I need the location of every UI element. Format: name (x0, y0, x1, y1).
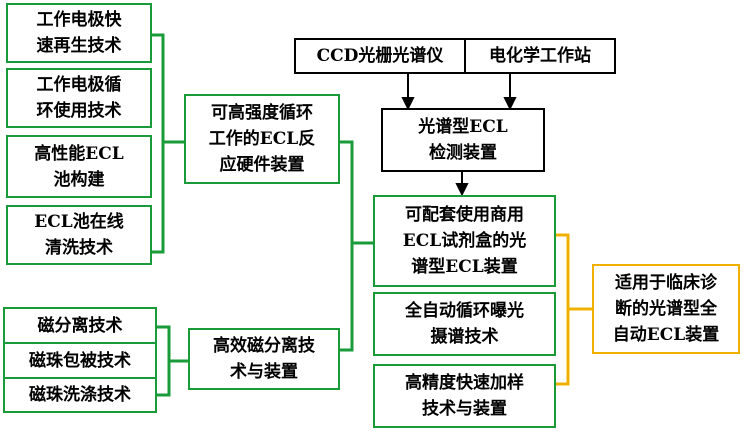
text-line: 电化学工作站 (489, 46, 591, 66)
text-line: 高性能ECL (34, 143, 124, 164)
text-line: 工作电极快 (36, 10, 122, 30)
bracket-right (556, 233, 570, 386)
text-line: 检测装置 (428, 143, 497, 163)
text-line: 高效磁分离技 (213, 336, 315, 356)
text-line: 自动ECL装置 (612, 325, 720, 345)
text-line: 摄谱技术 (430, 327, 499, 347)
box-auto-exposure: 全自动循环曝光摄谱技术 (373, 292, 556, 356)
box-bead-coating: 磁珠包被技术 (3, 342, 157, 379)
box-ecl-cell-build: 高性能ECL 池构建 (6, 135, 152, 198)
text-line: 清洗技术 (44, 238, 113, 258)
text-line: 工作的ECL反 (208, 129, 316, 149)
text-line: 光谱型ECL (418, 117, 508, 137)
box-spectral-ecl-detector: 光谱型ECL 检测装置 (381, 108, 545, 172)
text-line: 可高强度循环 (210, 103, 313, 123)
text-line: 工作电极循 (36, 75, 122, 95)
text-line: 可配套使用商用 (404, 205, 524, 225)
box-fast-sampling: 高精度快速加样技术与装置 (373, 364, 556, 428)
text-line: ECL试剂盒的光 (402, 231, 527, 251)
arrowhead-ccd (401, 97, 415, 111)
text-line: 适用于临床诊 (614, 273, 717, 293)
bracket-magnetic-tech (157, 325, 171, 397)
text-line: 全自动循环曝光 (405, 301, 524, 321)
box-electrode-recycling: 工作电极循环使用技术 (6, 68, 152, 128)
box-commercial-kit-device: 可配套使用商用 ECL试剂盒的光谱型ECL装置 (373, 195, 556, 287)
text-line: 磁珠包被技术 (29, 350, 131, 371)
box-ecl-hardware: 可高强度循环工作的ECL反应硬件装置 (184, 94, 340, 184)
bracket-left-tech (152, 33, 165, 254)
text-line: CCD光栅光谱仪 (316, 46, 444, 66)
text-line: 术与装置 (230, 362, 298, 382)
text-line: 断的光谱型全 (614, 299, 717, 319)
text-line: 技术与装置 (422, 399, 507, 419)
text-line: ECL池在线 (34, 212, 124, 232)
box-ecl-cell-cleaning: ECL池在线清洗技术 (6, 205, 152, 265)
arrowhead-station (503, 97, 517, 111)
box-magnetic-separation: 磁分离技术 (3, 307, 157, 344)
text-line: 高精度快速加样 (405, 373, 524, 393)
text-line: 谱型ECL装置 (411, 257, 518, 277)
box-magnetic-device: 高效磁分离技术与装置 (188, 328, 340, 390)
text-line: 应硬件装置 (219, 155, 305, 175)
box-ccd-spectrometer: CCD光栅光谱仪 (294, 38, 466, 74)
box-bead-washing: 磁珠洗涤技术 (3, 377, 157, 413)
text-line: 磁珠洗涤技术 (29, 385, 131, 405)
text-line: 速再生技术 (36, 36, 122, 56)
box-electrochemical-station: 电化学工作站 (464, 38, 616, 74)
box-clinical-ecl-device: 适用于临床诊断的光谱型全自动ECL装置 (592, 264, 740, 354)
text-line: 环使用技术 (36, 101, 122, 121)
arrowhead-detect (455, 183, 469, 197)
bracket-mid (340, 140, 354, 352)
text-line: 磁分离技术 (37, 315, 123, 336)
text-line: 池构建 (53, 169, 105, 190)
box-electrode-regeneration: 工作电极快速再生技术 (6, 3, 152, 63)
